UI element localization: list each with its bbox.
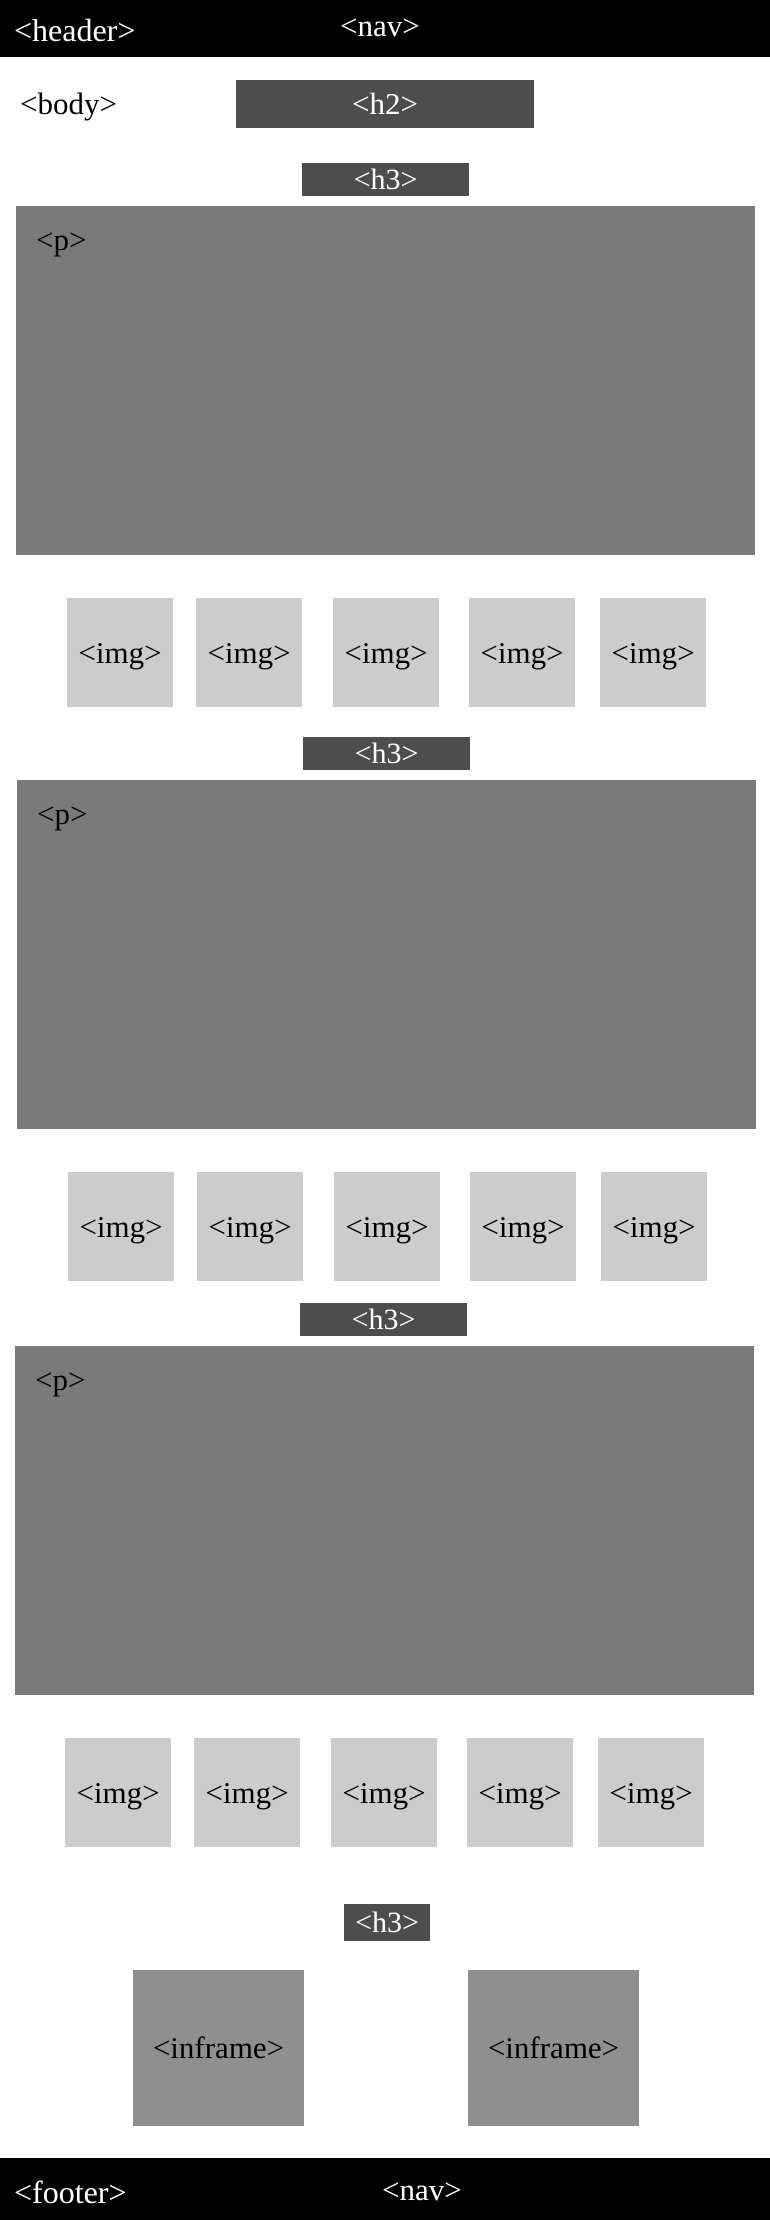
paragraph-box-2: <p> — [17, 780, 756, 1129]
img-label: <img> — [344, 634, 428, 670]
img-label: <img> — [76, 1774, 160, 1810]
h3-box-1: <h3> — [302, 163, 469, 196]
img-box-3-1: <img> — [65, 1738, 171, 1847]
paragraph-label-1: <p> — [36, 222, 87, 257]
header-label: <header> — [14, 12, 136, 48]
img-box-1-5: <img> — [600, 598, 706, 707]
img-label: <img> — [611, 634, 695, 670]
img-box-3-5: <img> — [598, 1738, 704, 1847]
paragraph-box-3: <p> — [15, 1346, 754, 1695]
footer-bar: <footer> <nav> — [0, 2158, 770, 2220]
header-nav-label: <nav> — [340, 8, 420, 43]
h3-box-3: <h3> — [300, 1303, 467, 1336]
paragraph-label-3: <p> — [35, 1362, 86, 1397]
img-box-3-3: <img> — [331, 1738, 437, 1847]
img-label: <img> — [481, 1208, 565, 1244]
iframe-box-2: <inframe> — [468, 1970, 639, 2126]
iframe-label-2: <inframe> — [487, 2030, 620, 2065]
img-label: <img> — [208, 1208, 292, 1244]
img-box-2-4: <img> — [470, 1172, 576, 1281]
h2-label: <h2> — [352, 86, 418, 121]
h3-label-3: <h3> — [351, 1302, 416, 1336]
iframe-box-1: <inframe> — [133, 1970, 304, 2126]
img-box-2-5: <img> — [601, 1172, 707, 1281]
img-box-2-1: <img> — [68, 1172, 174, 1281]
img-label: <img> — [205, 1774, 289, 1810]
img-label: <img> — [345, 1208, 429, 1244]
paragraph-box-1: <p> — [16, 206, 755, 555]
img-label: <img> — [342, 1774, 426, 1810]
footer-nav-label: <nav> — [382, 2172, 462, 2207]
footer-label: <footer> — [14, 2174, 127, 2210]
h3-box-4: <h3> — [344, 1904, 430, 1941]
h3-box-2: <h3> — [303, 737, 470, 770]
h3-label-4: <h3> — [355, 1905, 419, 1939]
img-label: <img> — [480, 634, 564, 670]
img-box-1-1: <img> — [67, 598, 173, 707]
img-box-3-2: <img> — [194, 1738, 300, 1847]
img-box-1-4: <img> — [469, 598, 575, 707]
body-label: <body> — [20, 86, 117, 121]
img-box-1-2: <img> — [196, 598, 302, 707]
img-label: <img> — [478, 1774, 562, 1810]
img-label: <img> — [78, 634, 162, 670]
h3-label-2: <h3> — [354, 736, 419, 770]
img-label: <img> — [612, 1208, 696, 1244]
paragraph-label-2: <p> — [37, 796, 88, 831]
img-label: <img> — [79, 1208, 163, 1244]
header-bar: <header> <nav> — [0, 0, 770, 57]
h2-box: <h2> — [236, 80, 534, 128]
img-box-2-3: <img> — [334, 1172, 440, 1281]
h3-label-1: <h3> — [353, 162, 418, 196]
img-box-1-3: <img> — [333, 598, 439, 707]
img-box-3-4: <img> — [467, 1738, 573, 1847]
img-label: <img> — [609, 1774, 693, 1810]
img-label: <img> — [207, 634, 291, 670]
img-box-2-2: <img> — [197, 1172, 303, 1281]
iframe-label-1: <inframe> — [152, 2030, 285, 2065]
